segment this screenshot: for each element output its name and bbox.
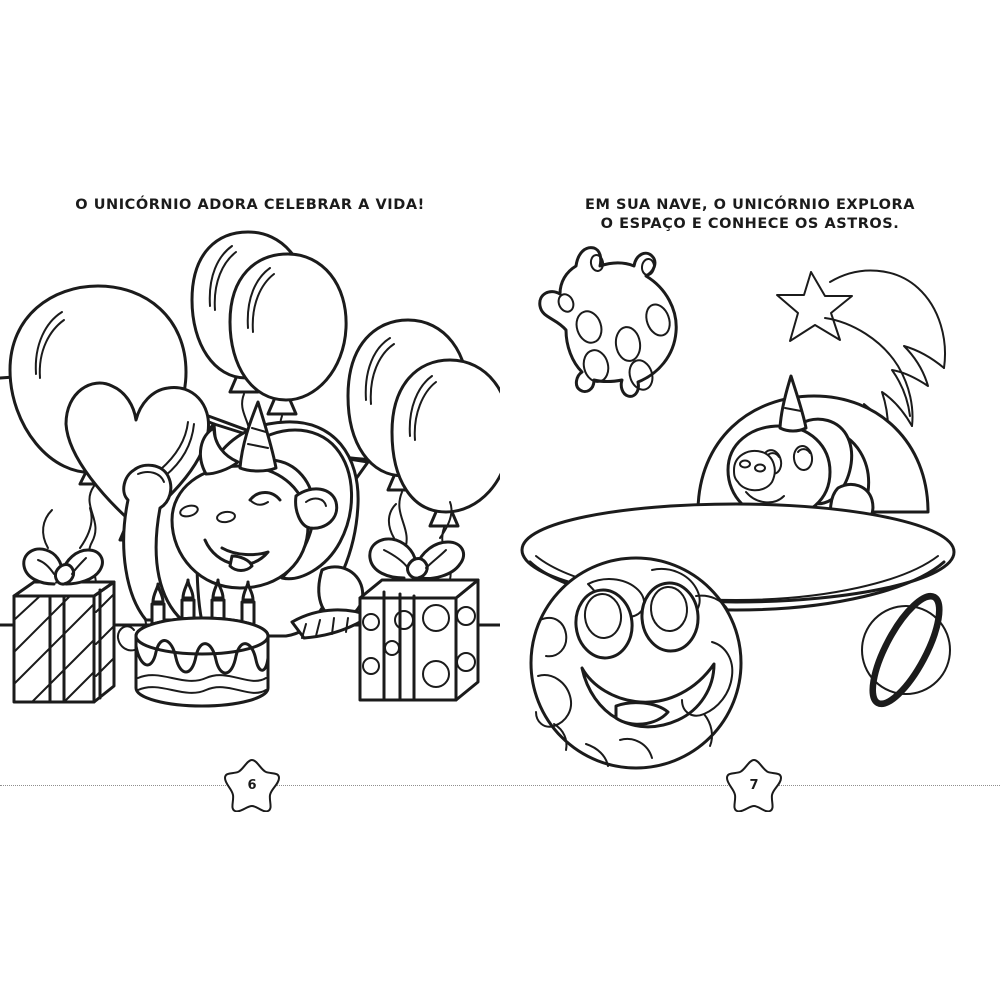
page-number-badge-right: 7 <box>726 756 782 812</box>
right-page-caption: EM SUA NAVE, O UNICÓRNIO EXPLORA O ESPAÇ… <box>585 197 915 232</box>
page-number-left: 6 <box>247 777 257 793</box>
birthday-cake <box>134 578 270 708</box>
saturn-planet <box>861 592 951 708</box>
shooting-star <box>776 269 946 445</box>
left-page-caption: O UNICÓRNIO ADORA CELEBRAR A VIDA! <box>75 197 425 213</box>
space-exploration-artwork <box>500 0 1000 1000</box>
ufo-unicorn-pilot <box>726 374 875 530</box>
polka-dot-gift-box <box>358 501 480 702</box>
birthday-party-artwork <box>0 230 500 708</box>
smiling-earth-planet <box>529 556 743 770</box>
unicorn-character <box>122 400 372 640</box>
crater-asteroid <box>538 246 678 398</box>
right-page: EM SUA NAVE, O UNICÓRNIO EXPLORA O ESPAÇ… <box>500 0 1000 1000</box>
page-number-badge-left: 6 <box>224 756 280 812</box>
page-number-right: 7 <box>749 777 759 793</box>
fold-cut-line <box>0 785 1000 786</box>
striped-gift-box <box>12 507 116 704</box>
left-page: O UNICÓRNIO ADORA CELEBRAR A VIDA! <box>0 197 500 708</box>
